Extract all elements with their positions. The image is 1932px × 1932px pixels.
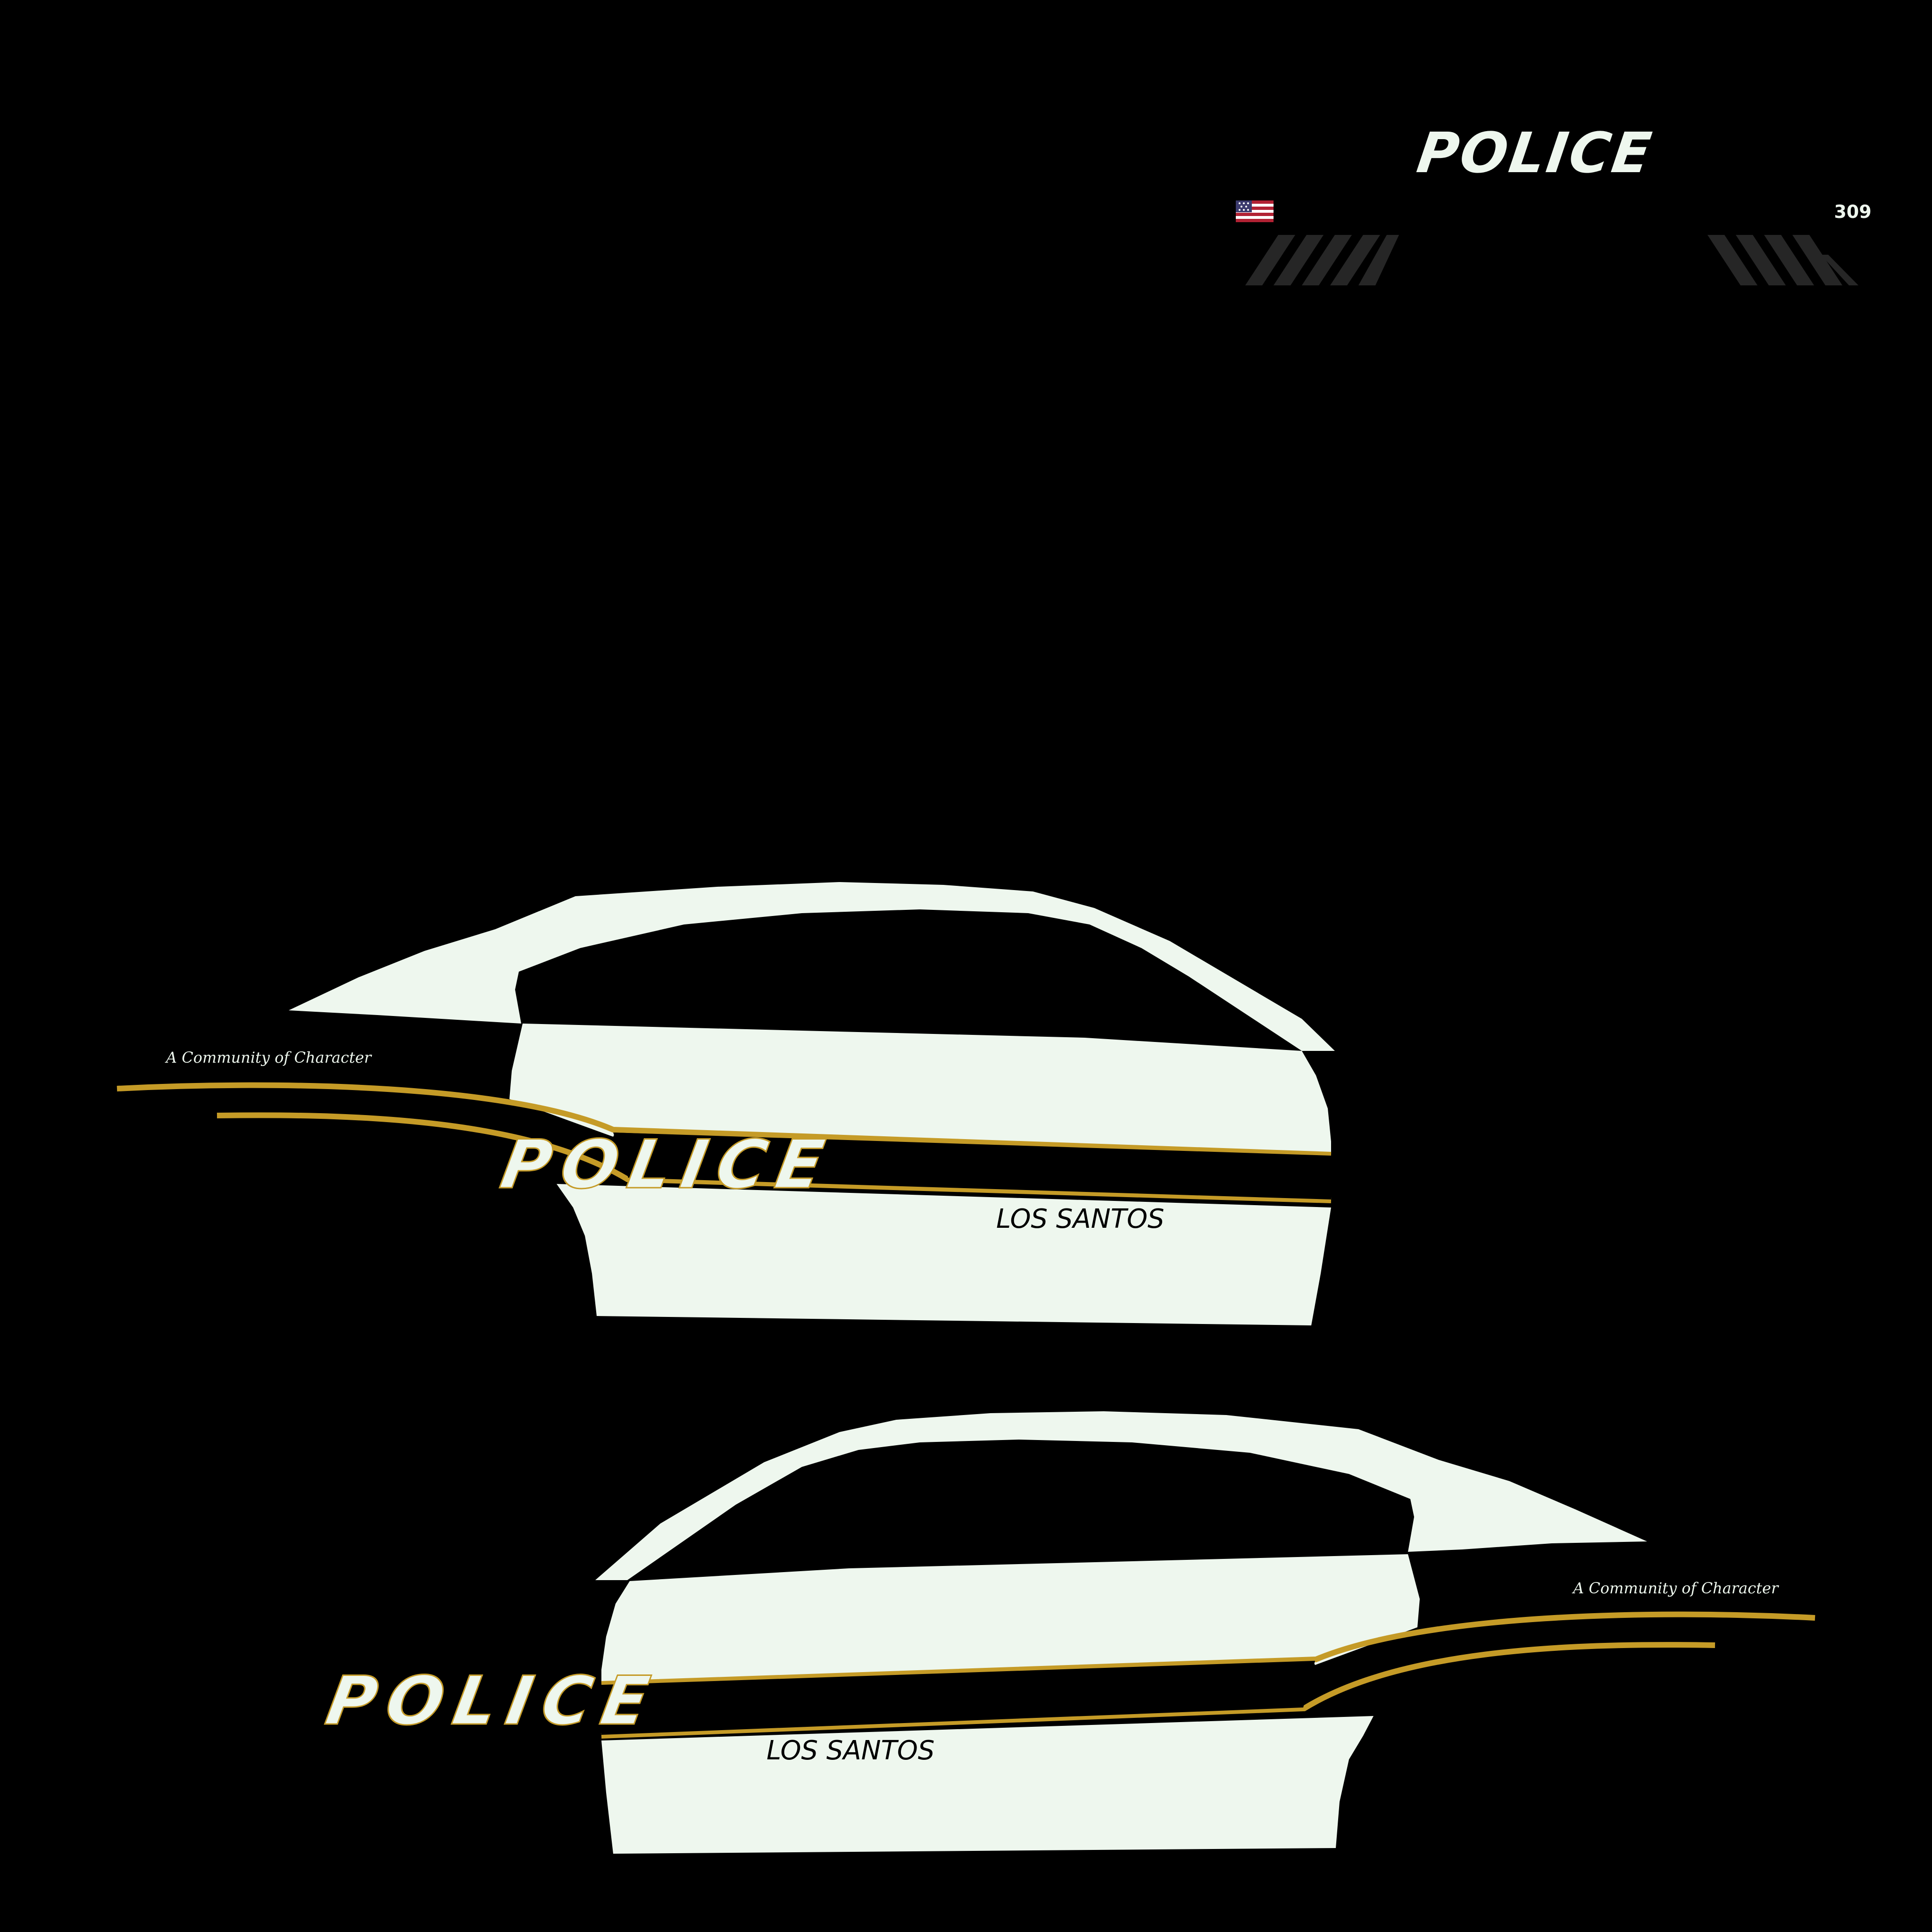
driver-gold-line-lower (217, 1112, 1332, 1203)
driver-gold-line-upper (117, 1082, 1332, 1158)
hood-chevrons-right (1707, 235, 1858, 285)
driver-door-upper (509, 1024, 1331, 1155)
passenger-side-panel: POLICE LOS SANTOS A Community of Charact… (320, 1411, 1815, 1854)
us-flag-icon (1236, 200, 1274, 222)
driver-motto: A Community of Character (165, 1049, 372, 1066)
passenger-door-lower (601, 1716, 1374, 1854)
passenger-door-upper (601, 1554, 1420, 1684)
driver-city-label: LOS SANTOS (996, 1204, 1164, 1234)
passenger-gold-line-lower (601, 1642, 1715, 1739)
hood-decal: POLICE 309 (1236, 121, 1872, 285)
driver-door-lower (557, 1184, 1331, 1325)
passenger-city-label: LOS SANTOS (766, 1735, 934, 1766)
passenger-motto: A Community of Character (1572, 1579, 1779, 1597)
passenger-police-title: POLICE (321, 1662, 665, 1740)
hood-unit-number: 309 (1834, 201, 1871, 222)
driver-side-panel: POLICE LOS SANTOS A Community of Charact… (117, 882, 1335, 1325)
passenger-gold-line-upper (601, 1611, 1815, 1687)
driver-police-title: POLICE (495, 1125, 840, 1204)
passenger-roof-arch (595, 1411, 1647, 1580)
passenger-stripe (601, 1661, 1315, 1735)
driver-roof-arch (289, 882, 1335, 1051)
hood-chevrons-left (1245, 235, 1399, 285)
driver-stripe (613, 1133, 1331, 1199)
hood-police-title: POLICE (1413, 121, 1657, 185)
